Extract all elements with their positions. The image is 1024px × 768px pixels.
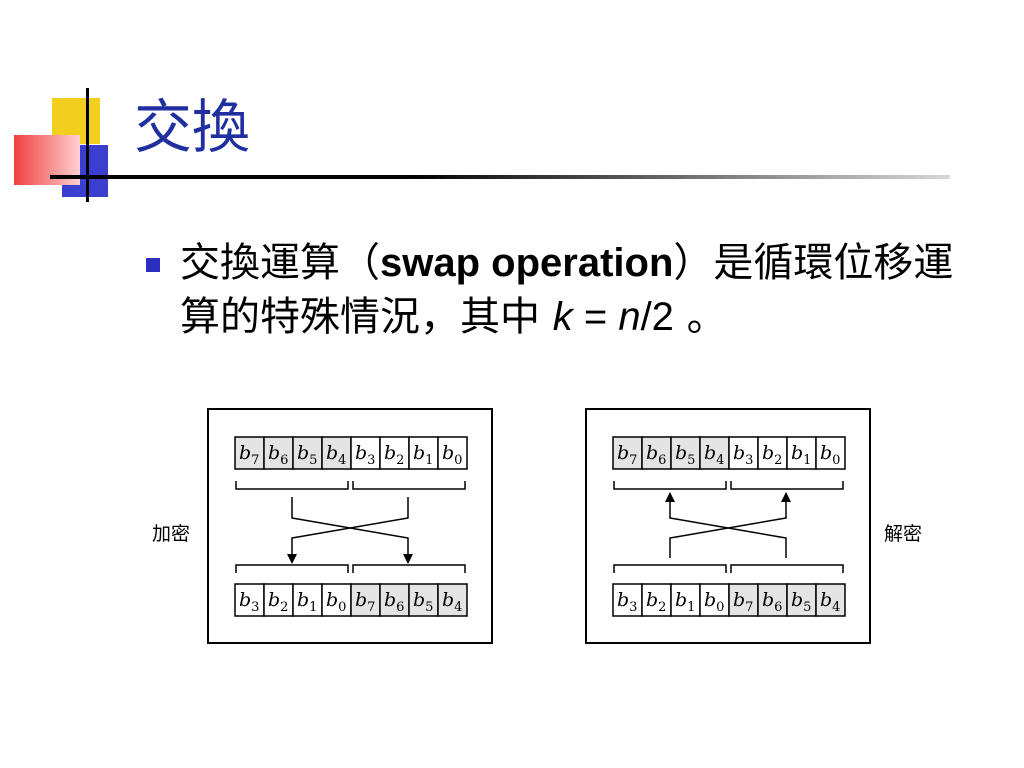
decrypt-top-bit-label: b3 xyxy=(733,442,753,468)
encrypt-top-bit-label: b7 xyxy=(239,442,259,468)
decrypt-top-row: b7 b6 b5 b4 b3 b2 b1 b0 xyxy=(612,436,846,470)
encrypt-bottom-bit-label: b2 xyxy=(268,589,288,615)
encrypt-top-bit-label: b6 xyxy=(268,442,288,468)
encrypt-bottom-row: b3 b2 b1 b0 b7 b6 b5 b4 xyxy=(234,583,468,617)
decrypt-top-cell xyxy=(670,436,701,470)
slide-title: 交換 xyxy=(134,93,251,161)
bullet-square-icon xyxy=(146,258,160,272)
bullet-end: 。 xyxy=(673,294,727,340)
encrypt-arrow-right xyxy=(403,554,413,564)
encrypt-top-bit-label: b3 xyxy=(355,442,375,468)
deco-vertical-line xyxy=(86,88,89,202)
encrypt-top-bit-label: b2 xyxy=(384,442,404,468)
encrypt-bottom-cell xyxy=(437,583,468,617)
decrypt-bottom-bit-label: b6 xyxy=(762,589,782,615)
decrypt-bottom-cell xyxy=(815,583,846,617)
encrypt-diagram: b7 b6 b5 b4 b3 b2 b1 b0 b3 b2 b1 b0 b7 b6 b5 b4 xyxy=(207,408,493,644)
encrypt-top-cell xyxy=(350,436,381,470)
decrypt-arrow-right xyxy=(781,492,791,502)
english-term: swap operation xyxy=(380,241,674,285)
encrypt-top-bit-label: b1 xyxy=(413,442,433,468)
decrypt-top-cell xyxy=(786,436,817,470)
decrypt-top-bracket-left xyxy=(613,481,727,490)
decrypt-bottom-bit-label: b3 xyxy=(617,589,637,615)
encrypt-top-bit-label: b0 xyxy=(442,442,462,468)
bullet-text: 交換運算（swap operation）是循環位移運算的特殊情況，其中 k = … xyxy=(180,236,980,344)
decrypt-top-cell xyxy=(641,436,672,470)
encrypt-top-cell xyxy=(379,436,410,470)
encrypt-bottom-cell xyxy=(292,583,323,617)
encrypt-top-cell xyxy=(437,436,468,470)
decrypt-top-bit-label: b5 xyxy=(675,442,695,468)
decrypt-swap-lines xyxy=(613,481,844,573)
encrypt-bottom-cell xyxy=(321,583,352,617)
title-underline xyxy=(50,175,950,179)
encrypt-bottom-cell xyxy=(234,583,265,617)
decrypt-cross-right xyxy=(669,500,787,558)
encrypt-bottom-cell xyxy=(263,583,294,617)
decrypt-label: 解密 xyxy=(884,523,923,545)
decrypt-arrow-left xyxy=(665,492,675,502)
bullet-part2: ）是循環位移運算的特殊情況，其中 xyxy=(180,240,954,340)
decrypt-bottom-bit-label: b2 xyxy=(646,589,666,615)
var-k: k xyxy=(552,295,573,339)
decrypt-bottom-bracket-right xyxy=(730,564,844,573)
decrypt-top-cell xyxy=(815,436,846,470)
encrypt-top-cell xyxy=(263,436,294,470)
encrypt-top-bracket-left xyxy=(235,481,349,490)
decrypt-top-cell xyxy=(699,436,730,470)
decrypt-bottom-cell xyxy=(757,583,788,617)
encrypt-bottom-cell xyxy=(350,583,381,617)
encrypt-swap-lines xyxy=(235,481,466,573)
bullet-part1: 交換運算（ xyxy=(180,240,380,286)
encrypt-bottom-cell xyxy=(408,583,439,617)
decrypt-bottom-bracket-left xyxy=(613,564,727,573)
encrypt-bottom-bit-label: b6 xyxy=(384,589,404,615)
encrypt-bottom-bracket-right xyxy=(352,564,466,573)
encrypt-bottom-bit-label: b5 xyxy=(413,589,433,615)
encrypt-bottom-bit-label: b4 xyxy=(442,589,462,615)
encrypt-bottom-bit-label: b3 xyxy=(239,589,259,615)
encrypt-top-cell xyxy=(321,436,352,470)
decrypt-top-bit-label: b0 xyxy=(820,442,840,468)
encrypt-top-bracket-right xyxy=(352,481,466,490)
decrypt-top-cell xyxy=(728,436,759,470)
encrypt-bottom-bit-label: b0 xyxy=(326,589,346,615)
encrypt-cross-right xyxy=(291,497,409,556)
var-n: n xyxy=(618,295,641,339)
decrypt-diagram: b7 b6 b5 b4 b3 b2 b1 b0 b3 b2 b1 b0 b7 b6 b5 b4 xyxy=(585,408,871,644)
encrypt-top-bit-label: b4 xyxy=(326,442,346,468)
decrypt-bottom-bit-label: b4 xyxy=(820,589,840,615)
encrypt-arrow-left xyxy=(287,554,297,564)
half-divisor: /2 xyxy=(640,295,674,339)
encrypt-top-row: b7 b6 b5 b4 b3 b2 b1 b0 xyxy=(234,436,468,470)
encrypt-bottom-bracket-left xyxy=(235,564,349,573)
decrypt-top-bit-label: b4 xyxy=(704,442,724,468)
decrypt-bottom-cell xyxy=(728,583,759,617)
equals-sign: = xyxy=(572,295,619,339)
decrypt-bottom-row: b3 b2 b1 b0 b7 b6 b5 b4 xyxy=(612,583,846,617)
encrypt-top-cell xyxy=(408,436,439,470)
decrypt-bottom-cell xyxy=(641,583,672,617)
decrypt-top-bit-label: b7 xyxy=(617,442,637,468)
decrypt-top-bit-label: b2 xyxy=(762,442,782,468)
encrypt-label: 加密 xyxy=(152,523,191,545)
decrypt-bottom-bit-label: b5 xyxy=(791,589,811,615)
decrypt-bottom-bit-label: b0 xyxy=(704,589,724,615)
encrypt-bottom-bit-label: b7 xyxy=(355,589,375,615)
decrypt-top-bit-label: b6 xyxy=(646,442,666,468)
decrypt-bottom-cell xyxy=(670,583,701,617)
encrypt-bottom-cell xyxy=(379,583,410,617)
encrypt-bottom-bit-label: b1 xyxy=(297,589,317,615)
decrypt-top-cell xyxy=(612,436,643,470)
decrypt-top-bracket-right xyxy=(730,481,844,490)
encrypt-top-bit-label: b5 xyxy=(297,442,317,468)
decrypt-bottom-bit-label: b7 xyxy=(733,589,753,615)
decrypt-top-bit-label: b1 xyxy=(791,442,811,468)
decrypt-bottom-bit-label: b1 xyxy=(675,589,695,615)
decrypt-bottom-cell xyxy=(612,583,643,617)
